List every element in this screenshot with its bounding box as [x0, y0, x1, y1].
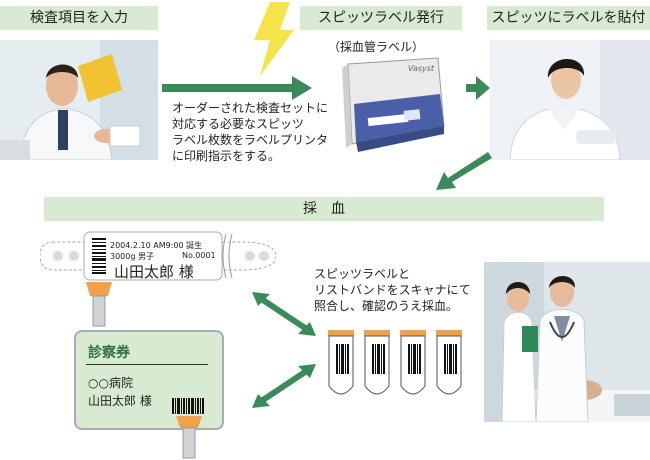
card-hospital: ○○病院 [88, 376, 133, 390]
scan-instruction: スピッツラベルと リストバンドをスキャナにて 照合し、確認のうえ採血。 [314, 267, 471, 313]
lightning-icon [254, 2, 294, 76]
wristband-name: 山田太郎 様 [114, 263, 194, 281]
double-arrow-wristband [252, 292, 316, 336]
nurse-photo [490, 40, 650, 160]
wristband [40, 231, 276, 281]
blood-tube [328, 330, 354, 395]
ward-photo [484, 262, 650, 422]
header-attach: スピッツにラベルを貼付 [487, 6, 650, 30]
wristband-number: No.0001 [182, 251, 216, 260]
card-divider [86, 364, 208, 365]
arrow-to-nurse [466, 76, 490, 100]
label-printer [342, 57, 445, 152]
blood-tube [400, 330, 426, 395]
scanner-icon [86, 282, 112, 327]
header-input: 検査項目を入力 [0, 6, 158, 30]
header-collect: 採 血 [44, 197, 604, 221]
card-barcode [172, 398, 208, 414]
header-print: スピッツラベル発行 [300, 6, 462, 30]
double-arrow-card [252, 364, 316, 408]
wristband-barcode [92, 238, 106, 275]
printer-brand: Vasyst [408, 64, 435, 73]
doctor-photo [0, 40, 158, 160]
arrow-to-collect [436, 152, 492, 190]
card-name: 山田太郎 様 [88, 394, 152, 408]
scanner-icon [176, 416, 202, 459]
patient-card [74, 330, 224, 430]
wristband-datetime: 2004.2.10 AM9:00 誕生 [110, 241, 203, 250]
order-instruction: オーダーされた検査セットに 対応する必要なスピッツ ラベル枚数をラベルプリンタ … [172, 101, 329, 163]
blood-tube [364, 330, 390, 395]
printer-sub-label: （採血管ラベル） [328, 40, 425, 54]
card-title: 診察券 [88, 345, 130, 361]
blood-tube [436, 330, 462, 395]
wristband-weight-sex: 3000g 男子 [110, 252, 154, 261]
arrow-to-printer [162, 76, 312, 100]
